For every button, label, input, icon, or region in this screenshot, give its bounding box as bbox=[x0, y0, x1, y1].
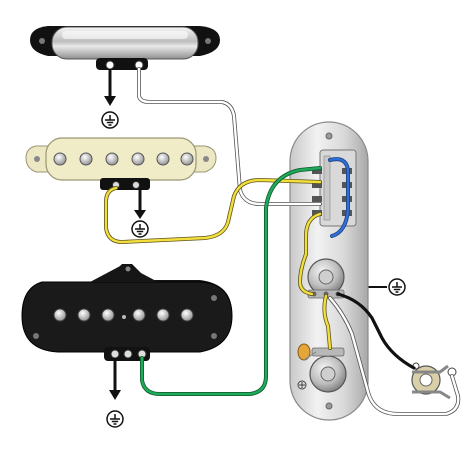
mounting-screw bbox=[33, 333, 39, 339]
ground-icon bbox=[388, 278, 406, 296]
output-jack bbox=[411, 362, 457, 400]
ground-icon bbox=[101, 111, 119, 129]
mounting-screw bbox=[203, 156, 209, 162]
wires bbox=[104, 67, 461, 416]
ground-icon bbox=[106, 410, 124, 428]
mounting-screw bbox=[325, 402, 333, 410]
mounting-screw bbox=[211, 333, 217, 339]
screw-icon bbox=[297, 380, 307, 390]
bridge-pickup bbox=[21, 264, 233, 361]
jack-ground-wire bbox=[336, 292, 416, 370]
neck-pickup bbox=[30, 26, 220, 70]
mounting-screw bbox=[205, 38, 211, 44]
mounting-screw bbox=[211, 295, 217, 301]
mounting-screw bbox=[325, 132, 333, 140]
tone-capacitor bbox=[297, 343, 317, 361]
tone-pot bbox=[309, 347, 347, 393]
volume-pot bbox=[307, 258, 345, 299]
mounting-screw bbox=[39, 38, 45, 44]
mounting-screw bbox=[125, 266, 131, 272]
mounting-screw bbox=[34, 156, 40, 162]
ground-icon bbox=[131, 220, 149, 238]
middle-pickup bbox=[25, 137, 217, 190]
